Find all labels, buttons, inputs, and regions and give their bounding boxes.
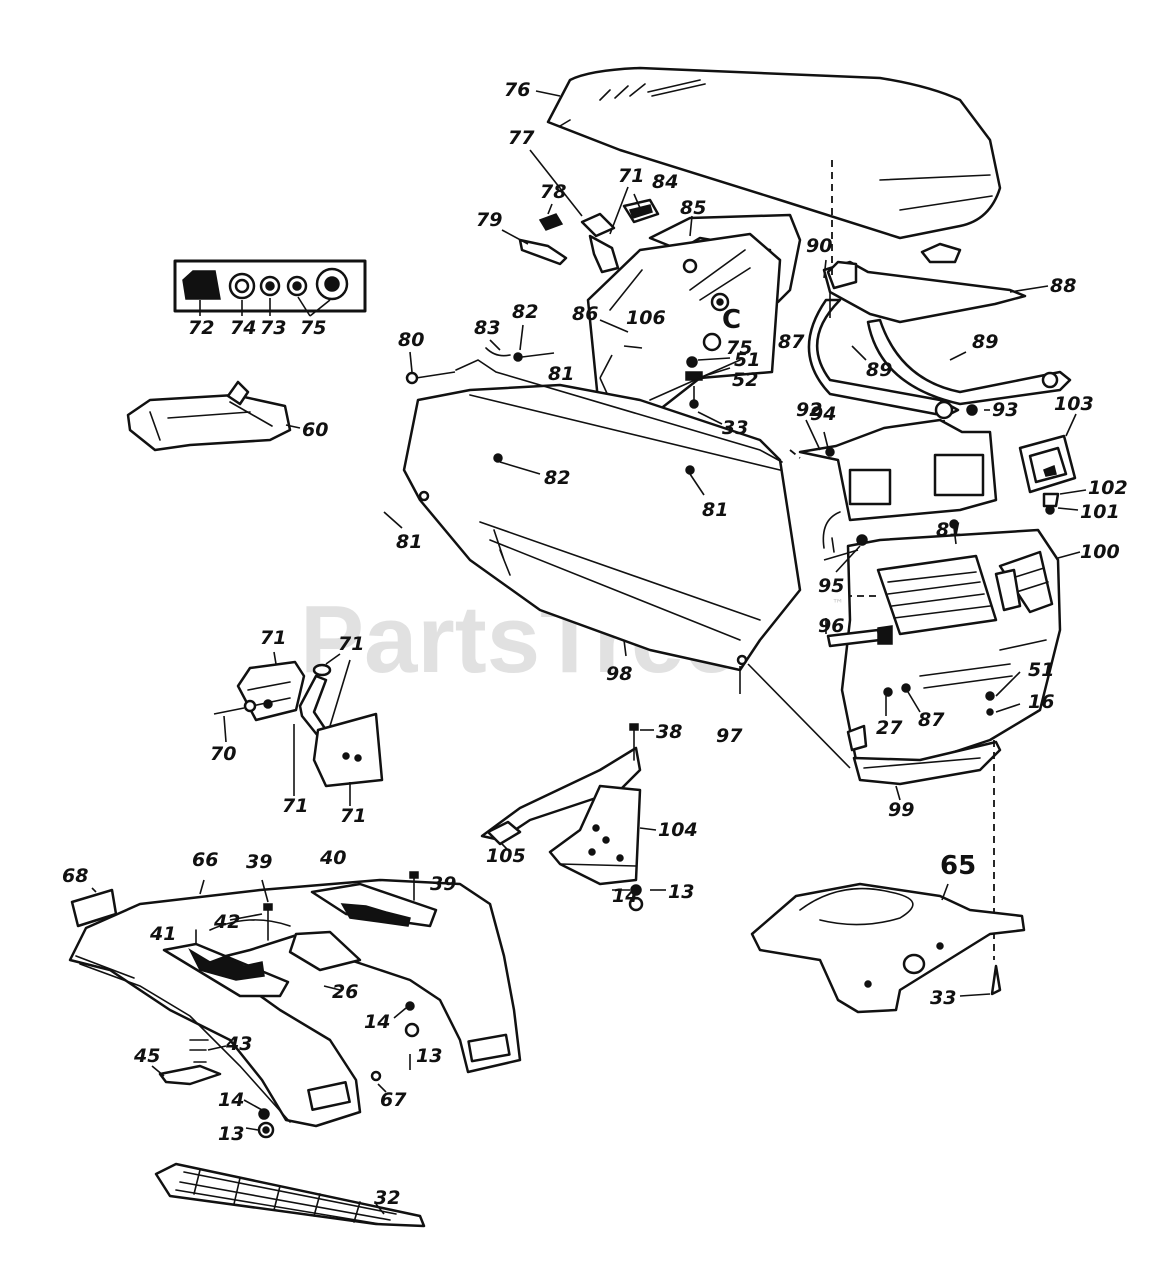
- callout-97: 97: [716, 725, 743, 747]
- callout-16: 16: [1028, 691, 1054, 713]
- callout-14-fender: 14: [364, 1011, 390, 1033]
- callout-86: 86: [572, 303, 598, 325]
- callout-81-mid: 81: [702, 499, 728, 521]
- callout-80: 80: [398, 329, 424, 351]
- callout-103: 103: [1054, 393, 1094, 415]
- callout-84: 84: [652, 171, 678, 193]
- callout-102: 102: [1088, 477, 1128, 499]
- part-98-front-panel: [383, 359, 802, 694]
- callout-99: 99: [888, 799, 914, 821]
- callout-73: 73: [260, 317, 286, 339]
- callout-71-a: 71: [260, 627, 286, 649]
- callout-96: 96: [818, 615, 844, 637]
- callout-41: 41: [149, 923, 176, 945]
- callout-70: 70: [210, 743, 236, 765]
- callout-95: 95: [818, 575, 844, 597]
- part-65-frame: [750, 882, 1026, 1014]
- callout-39-b: 39: [430, 873, 456, 895]
- callout-71-c: 71: [282, 795, 308, 817]
- callout-75-dash: 75: [726, 337, 752, 359]
- parts-39-42-bolts: [195, 871, 419, 945]
- callout-87-upper: 87: [778, 331, 805, 353]
- callout-100: 100: [1080, 541, 1120, 563]
- callout-33-lower: 33: [930, 987, 956, 1009]
- callout-26: 26: [332, 981, 358, 1003]
- callout-89-a: 89: [866, 359, 892, 381]
- callout-76: 76: [504, 79, 530, 101]
- part-71-bracket-group: [213, 651, 384, 806]
- inset-key-switch-parts: [173, 259, 367, 317]
- callout-52: 52: [732, 369, 758, 391]
- callout-82-lower: 82: [544, 467, 570, 489]
- callout-88: 88: [1050, 275, 1076, 297]
- callout-81-upper: 81: [548, 363, 574, 385]
- callout-93: 93: [992, 399, 1018, 421]
- callout-105: 105: [486, 845, 526, 867]
- callout-40: 40: [319, 847, 346, 869]
- parts-101-102-103-headlight: [1018, 413, 1087, 515]
- callout-101: 101: [1080, 501, 1120, 523]
- callout-90: 90: [806, 235, 832, 257]
- callout-71-d: 71: [340, 805, 366, 827]
- callout-32: 32: [374, 1187, 400, 1209]
- part-60: [126, 380, 301, 452]
- parts-80-83-82: [405, 319, 629, 385]
- callout-85: 85: [680, 197, 706, 219]
- watermark-trademark: ™: [832, 597, 844, 611]
- callout-51-lower: 51: [1028, 659, 1054, 681]
- callout-65: 65: [940, 851, 976, 881]
- parts-95-96-bolts: [822, 511, 893, 648]
- part-32-foot-mat: [154, 1162, 426, 1228]
- callout-98: 98: [606, 663, 632, 685]
- parts-99-100-grille-nose: [840, 519, 1081, 960]
- part-85-dash-frame: [586, 213, 802, 430]
- callout-94: 94: [810, 403, 836, 425]
- callout-42: 42: [213, 911, 240, 933]
- callout-45: 45: [133, 1045, 160, 1067]
- callout-51-upper: 51: [734, 349, 760, 371]
- callout-104: 104: [658, 819, 698, 841]
- fender-hardware: [151, 985, 420, 1139]
- callout-81-left: 81: [396, 531, 422, 553]
- callout-74: 74: [230, 317, 256, 339]
- callout-106: 106: [626, 307, 666, 329]
- callout-66: 66: [192, 849, 218, 871]
- callout-14-mid: 14: [612, 885, 638, 907]
- callout-77: 77: [508, 127, 535, 149]
- parts-77-78-79-84: [501, 149, 693, 274]
- part-68-pad: [70, 887, 118, 928]
- callout-83: 83: [474, 317, 500, 339]
- callout-13-fender: 13: [416, 1045, 442, 1067]
- callout-13-lower: 13: [218, 1123, 244, 1145]
- callout-78: 78: [540, 181, 566, 203]
- part-76-seat: [535, 66, 1002, 240]
- callout-14-lower: 14: [218, 1089, 244, 1111]
- callout-60: 60: [302, 419, 328, 441]
- parts-88-89-90-seat-bracket: [807, 160, 1072, 444]
- callout-71: 71: [618, 165, 644, 187]
- callout-13-mid: 13: [668, 881, 694, 903]
- callout-67: 67: [380, 1089, 407, 1111]
- part-66-fender: [68, 878, 522, 1128]
- callout-71-b: 71: [338, 633, 364, 655]
- callout-87-lower: 87: [918, 709, 945, 731]
- callout-labels: 76 77 71 84 85 78 79 72 74 73 75 90 88 8…: [62, 79, 1128, 1209]
- callout-43: 43: [225, 1033, 252, 1055]
- callout-68: 68: [62, 865, 88, 887]
- callout-89-b: 89: [972, 331, 998, 353]
- callout-92: 92: [796, 399, 822, 421]
- callout-81-right: 81: [936, 519, 962, 541]
- callout-72: 72: [188, 317, 214, 339]
- parts-92-94-housing: [798, 418, 998, 522]
- callout-79: 79: [476, 209, 502, 231]
- callout-33-upper: 33: [722, 417, 748, 439]
- callout-38: 38: [656, 721, 682, 743]
- callout-75: 75: [300, 317, 326, 339]
- section-letter-c: C: [722, 305, 741, 335]
- parts-104-105-frame-bracket: [480, 723, 666, 912]
- callout-27: 27: [876, 717, 903, 739]
- callout-39-a: 39: [246, 851, 272, 873]
- callout-82: 82: [512, 301, 538, 323]
